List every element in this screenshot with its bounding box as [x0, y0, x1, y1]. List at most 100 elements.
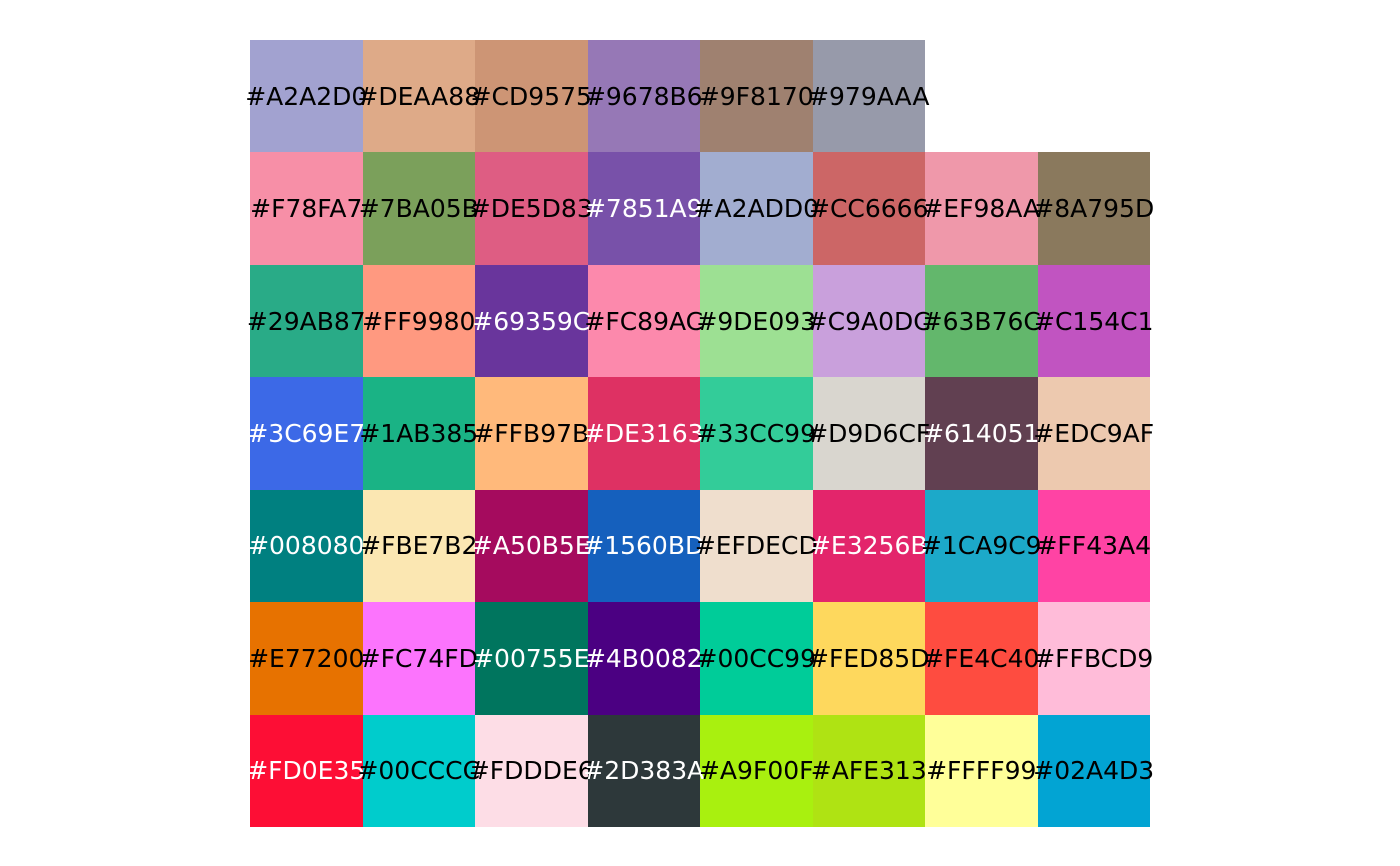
color-swatch: #63B76C — [921, 264, 1041, 378]
color-swatch: #979AAA — [808, 40, 929, 153]
swatch-hex-label: #C9A0DC — [806, 306, 931, 336]
swatch-hex-label: #EF98AA — [922, 194, 1041, 224]
color-palette-grid: #A2A2D0#DEAA88#CD9575#9678B6#9F8170#979A… — [245, 40, 1154, 827]
swatch-hex-label: #8A795D — [1033, 194, 1155, 224]
swatch-hex-label: #29AB87 — [246, 306, 366, 336]
color-swatch: #FC74FD — [359, 602, 478, 715]
color-swatch: #00CC99 — [696, 602, 816, 715]
color-swatch: #EF98AA — [922, 152, 1041, 265]
swatch-hex-label: #E77200 — [248, 643, 365, 673]
swatch-hex-label: #3C69E7 — [247, 418, 366, 448]
swatch-hex-label: #7BA05B — [358, 194, 479, 224]
color-swatch: #00CCCC — [357, 714, 480, 827]
color-swatch: #F78FA7 — [250, 152, 363, 265]
swatch-hex-label: #CC6666 — [809, 194, 929, 224]
swatch-hex-label: #1CA9C9 — [920, 531, 1042, 561]
color-swatch: #AFE313 — [810, 714, 927, 827]
color-swatch: #DE3163 — [584, 377, 704, 490]
swatch-hex-label: #FE4C40 — [923, 643, 1040, 673]
color-swatch: #9678B6 — [584, 40, 703, 153]
swatch-hex-label: #A2A2D0 — [245, 81, 368, 111]
swatch-hex-label: #FC74FD — [359, 643, 478, 673]
color-swatch: #FF43A4 — [1036, 489, 1152, 603]
swatch-hex-label: #00CC99 — [696, 643, 816, 673]
swatch-hex-label: #69359C — [472, 306, 591, 336]
swatch-hex-label: #CD9575 — [470, 81, 592, 111]
color-swatch: #FC89AC — [584, 264, 703, 378]
color-swatch: #008080 — [248, 489, 365, 603]
swatch-hex-label: #EDC9AF — [1033, 418, 1155, 448]
swatch-hex-label: #FDDDE6 — [468, 756, 594, 786]
swatch-hex-label: #FED85D — [808, 643, 930, 673]
swatch-hex-label: #C154C1 — [1034, 306, 1154, 336]
swatch-hex-label: #DE5D83 — [469, 194, 593, 224]
swatch-hex-label: #00755E — [473, 643, 590, 673]
color-swatch: #9F8170 — [698, 40, 814, 153]
swatch-hex-label: #63B76C — [921, 306, 1041, 336]
color-swatch: #614051 — [923, 377, 1040, 490]
color-swatch: #FDDDE6 — [469, 714, 594, 827]
color-swatch: #9DE093 — [696, 264, 816, 378]
color-swatch: #DEAA88 — [357, 40, 480, 153]
color-swatch: #CD9575 — [471, 40, 592, 153]
color-swatch: #FBE7B2 — [360, 489, 477, 603]
color-swatch: #1CA9C9 — [921, 489, 1042, 603]
swatch-hex-label: #9F8170 — [698, 81, 814, 111]
swatch-hex-label: #A2ADD0 — [693, 194, 819, 224]
color-swatch: #2D383A — [583, 714, 704, 827]
swatch-hex-label: #FF9980 — [362, 306, 476, 336]
swatch-hex-label: #D9D6CF — [807, 418, 931, 448]
swatch-hex-label: #979AAA — [808, 81, 930, 111]
swatch-hex-label: #2D383A — [583, 756, 705, 786]
color-swatch: #C154C1 — [1034, 264, 1154, 378]
swatch-hex-label: #DE3163 — [583, 418, 704, 448]
color-swatch: #E3256B — [809, 489, 928, 603]
swatch-hex-label: #EFDECD — [694, 531, 818, 561]
swatch-hex-label: #FF43A4 — [1036, 531, 1152, 561]
color-swatch: #A2A2D0 — [245, 40, 367, 153]
color-swatch: #CC6666 — [809, 152, 929, 265]
color-swatch: #EDC9AF — [1033, 377, 1154, 490]
swatch-hex-label: #FD0E35 — [247, 756, 366, 786]
swatch-hex-label: #00CCCC — [357, 756, 481, 786]
color-swatch: #8A795D — [1033, 152, 1154, 265]
color-swatch: #69359C — [472, 264, 591, 378]
swatch-hex-label: #008080 — [248, 531, 365, 561]
swatch-hex-label: #7851A9 — [584, 194, 703, 224]
swatch-hex-label: #9678B6 — [584, 81, 703, 111]
swatch-hex-label: #33CC99 — [696, 418, 816, 448]
color-swatch: #A9F00F — [698, 714, 814, 827]
color-swatch: #DE5D83 — [470, 152, 593, 265]
color-swatch: #FFBCD9 — [1034, 602, 1153, 715]
color-swatch: #A2ADD0 — [694, 152, 819, 265]
swatch-hex-label: #E3256B — [809, 531, 928, 561]
color-swatch: #FE4C40 — [923, 602, 1040, 715]
color-swatch: #3C69E7 — [247, 377, 366, 490]
swatch-hex-label: #FC89AC — [584, 306, 704, 336]
swatch-hex-label: #FFBCD9 — [1034, 643, 1154, 673]
color-swatch: #FD0E35 — [247, 714, 366, 827]
color-swatch: #02A4D3 — [1033, 714, 1154, 827]
swatch-hex-label: #1560BD — [583, 531, 705, 561]
swatch-hex-label: #1AB385 — [359, 418, 479, 448]
color-swatch: #FFB97B — [473, 377, 590, 490]
color-swatch: #FED85D — [808, 602, 929, 715]
color-swatch: #A50B5E — [471, 489, 591, 603]
color-swatch: #33CC99 — [696, 377, 816, 490]
color-swatch: #C9A0DC — [807, 264, 931, 378]
color-swatch: #E77200 — [248, 602, 365, 715]
color-swatch: #7BA05B — [359, 152, 479, 265]
swatch-hex-label: #FFB97B — [473, 418, 590, 448]
color-swatch: #29AB87 — [246, 264, 366, 378]
swatch-hex-label: #DEAA88 — [357, 81, 481, 111]
swatch-hex-label: #A9F00F — [698, 756, 814, 786]
swatch-hex-label: #F78FA7 — [250, 194, 363, 224]
swatch-hex-label: #AFE313 — [810, 756, 927, 786]
color-swatch: #1560BD — [583, 489, 704, 603]
color-swatch: #4B0082 — [584, 602, 703, 715]
color-swatch: #00755E — [473, 602, 590, 715]
swatch-hex-label: #A50B5E — [471, 531, 591, 561]
color-swatch: #FFFF99 — [925, 714, 1038, 827]
swatch-hex-label: #614051 — [923, 418, 1040, 448]
swatch-hex-label: #4B0082 — [584, 643, 703, 673]
